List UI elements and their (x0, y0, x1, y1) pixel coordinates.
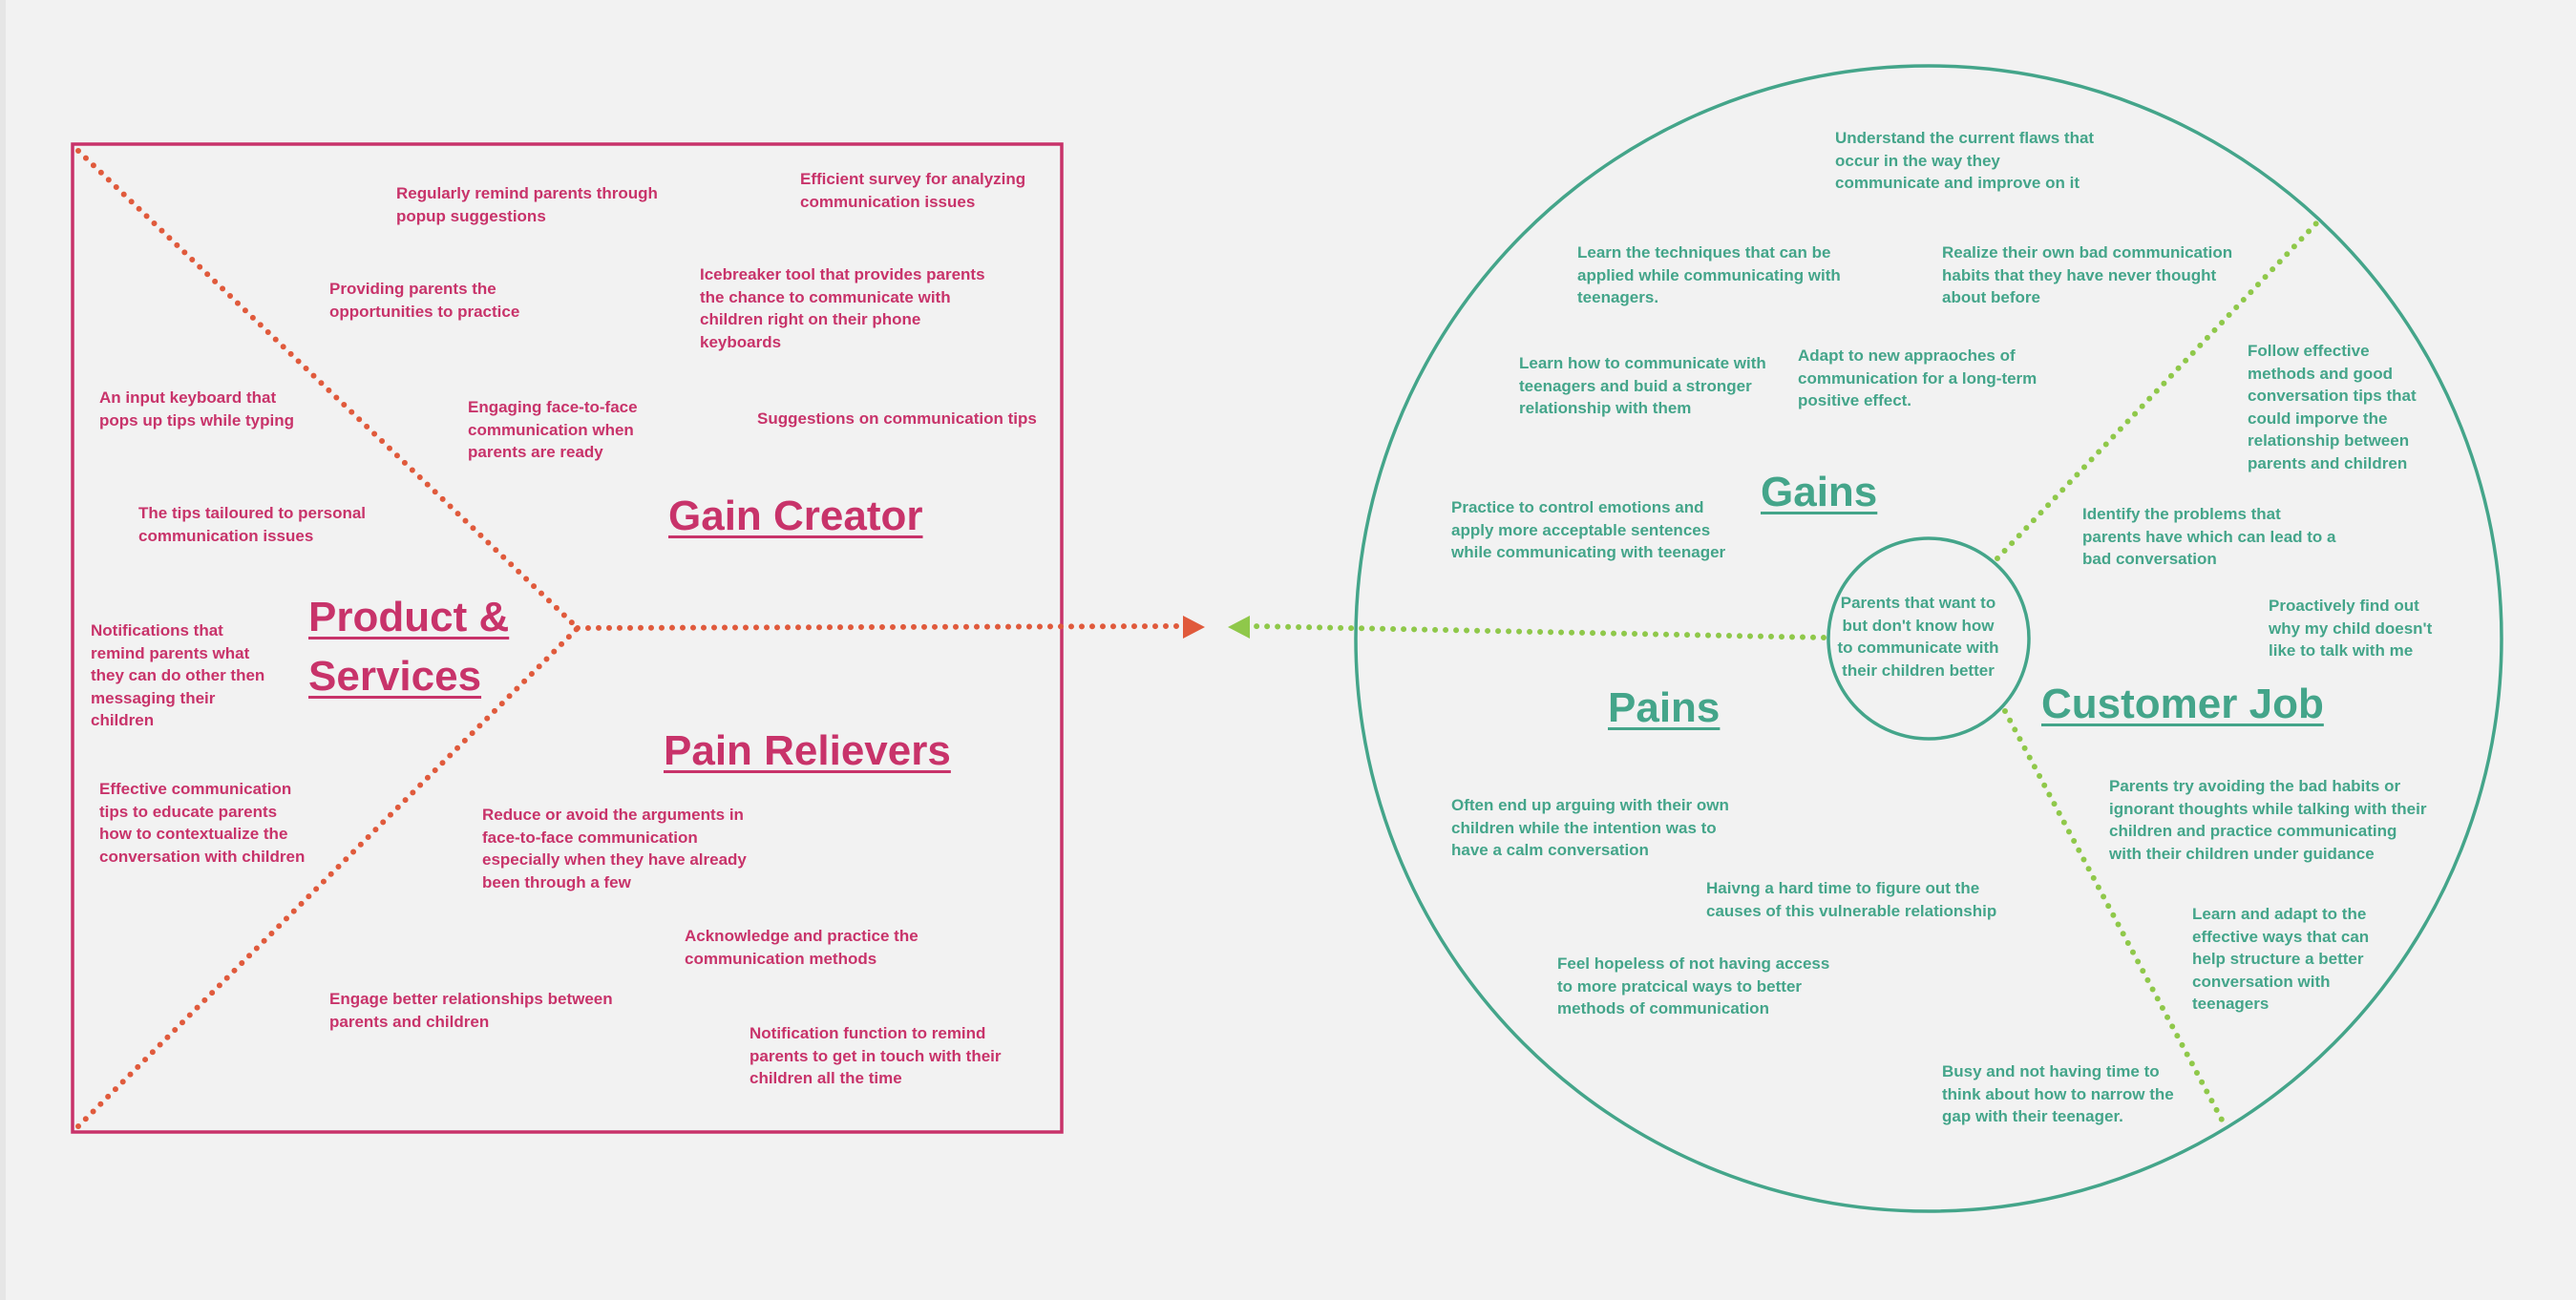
pains-heading: Pains (1608, 684, 1721, 731)
customer-center-circle (1826, 536, 2031, 741)
note-busy: Busy and not having time to think about … (1942, 1062, 2174, 1125)
note-identify-problems: Identify the problems that parents have … (2082, 505, 2336, 568)
customer-segment-text: Parents that want to but don't know how … (1837, 594, 1999, 680)
value-map-square (71, 142, 1064, 1134)
note-proactively-find: Proactively find out why my child doesn'… (2269, 597, 2433, 660)
note-notification-function: Notification function to remind parents … (750, 1024, 1002, 1087)
note-learn-techniques: Learn the techniques that can be applied… (1577, 243, 1841, 306)
note-engaging-face-to-face: Engaging face-to-face communication when… (468, 398, 638, 461)
note-reduce-arguments: Reduce or avoid the arguments in face-to… (482, 806, 747, 891)
note-follow-methods: Follow effective methods and good conver… (2248, 342, 2417, 472)
note-efficient-survey: Efficient survey for analyzing communica… (800, 170, 1026, 211)
product-fit-arrowhead (1183, 616, 1205, 639)
customer-fit-arrowhead (1228, 616, 1250, 639)
note-understand-flaws: Understand the current flaws that occur … (1835, 129, 2095, 192)
note-providing-opportunities: Providing parents the opportunities to p… (329, 280, 520, 321)
customer-fit-arrow-line (1250, 623, 1826, 640)
pain-relievers-heading: Pain Relievers (664, 727, 951, 774)
note-hopeless: Feel hopeless of not having access to mo… (1557, 954, 1830, 1017)
gains-job-divider (1995, 220, 2319, 561)
note-icebreaker-tool: Icebreaker tool that provides parents th… (700, 265, 985, 351)
note-arguing: Often end up arguing with their own chil… (1451, 796, 1729, 859)
note-control-emotions: Practice to control emotions and apply m… (1451, 498, 1726, 561)
note-adapt-approaches: Adapt to new appraoches of communication… (1798, 346, 2038, 409)
customer-profile-circle (1354, 64, 2503, 1213)
note-remind-popup: Regularly remind parents through popup s… (396, 184, 658, 225)
note-notifications-remind: Notifications that remind parents what t… (91, 621, 265, 729)
note-input-keyboard: An input keyboard that pops up tips whil… (99, 388, 294, 430)
pain-relievers-divider (75, 625, 581, 1129)
note-engage-relationships: Engage better relationships between pare… (329, 990, 613, 1031)
gains-heading: Gains (1761, 469, 1878, 515)
note-learn-adapt: Learn and adapt to the effective ways th… (2192, 905, 2370, 1013)
pains-job-divider (2002, 708, 2226, 1124)
note-tailoured-tips: The tips tailoured to personal communica… (138, 504, 367, 545)
customer-job-heading: Customer Job (2041, 681, 2324, 727)
note-acknowledge-practice: Acknowledge and practice the communicati… (685, 927, 918, 968)
product-fit-arrow-line (575, 623, 1182, 631)
note-suggestions-tips: Suggestions on communication tips (757, 409, 1037, 428)
product-services-heading: Product & Services (308, 594, 510, 700)
window-edge-strip (0, 0, 6, 1300)
note-learn-communicate: Learn how to communicate with teenagers … (1519, 354, 1766, 417)
gain-creator-heading: Gain Creator (668, 493, 923, 539)
note-effective-tips: Effective communication tips to educate … (99, 780, 306, 866)
note-avoiding-habits: Parents try avoiding the bad habits or i… (2109, 777, 2427, 863)
note-realize-habits: Realize their own bad communication habi… (1942, 243, 2233, 306)
gain-creator-divider (75, 148, 581, 631)
note-hard-time: Haivng a hard time to figure out the cau… (1706, 879, 1997, 920)
